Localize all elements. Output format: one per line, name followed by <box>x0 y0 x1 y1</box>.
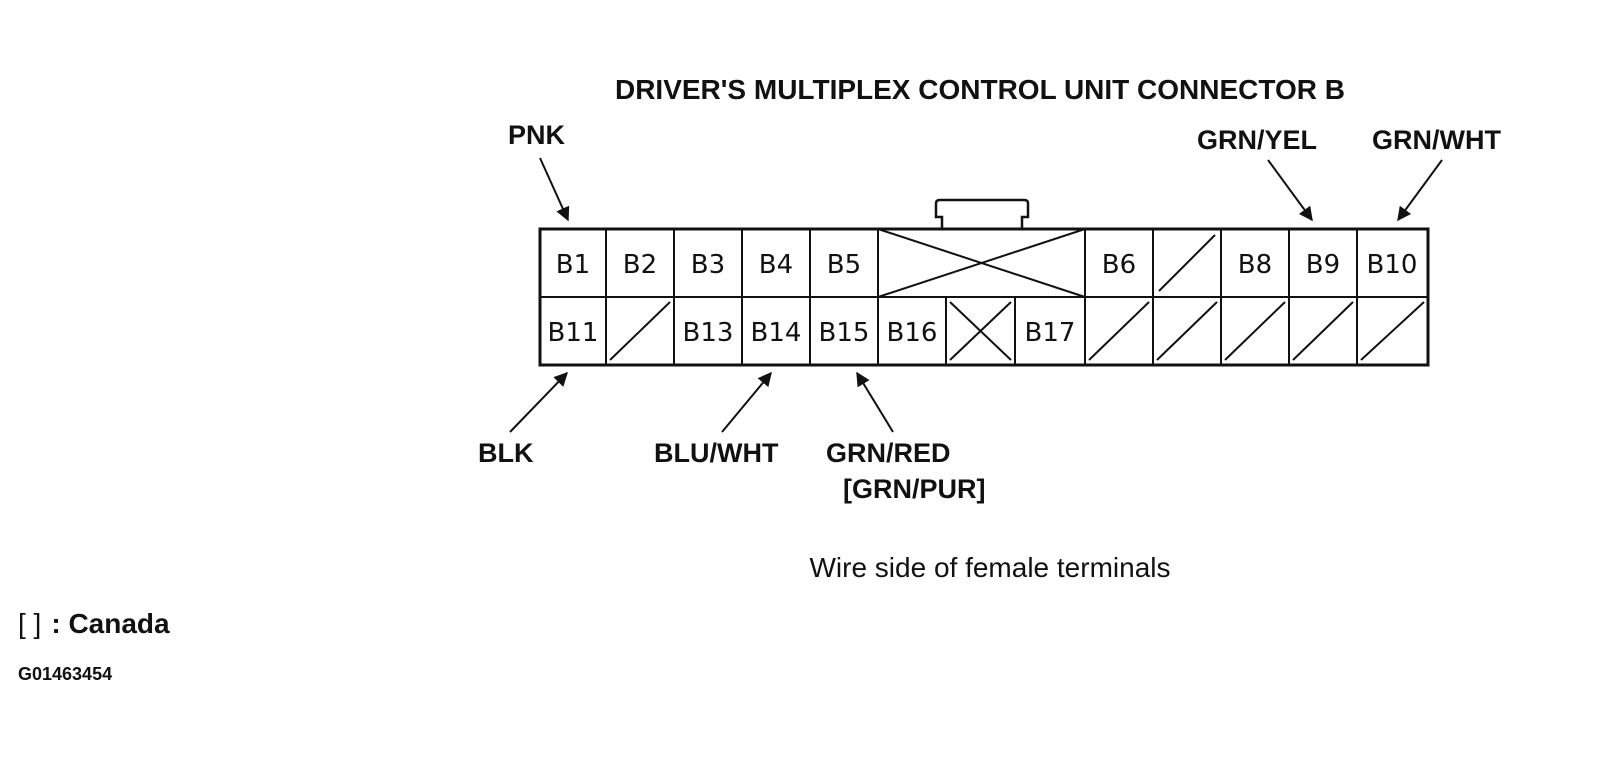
legend-bracket-symbol: [ ] <box>18 608 42 639</box>
arrow-blu-wht <box>721 371 772 433</box>
figure-id: G01463454 <box>18 664 113 684</box>
pin-b3-label: B3 <box>691 250 725 280</box>
arrow-grn-yel <box>1267 159 1313 222</box>
arrow-grn-wht <box>1397 159 1443 222</box>
arrow-grn-red <box>856 371 894 433</box>
diagram-caption: Wire side of female terminals <box>809 552 1170 583</box>
wire-label-blu-wht: BLU/WHT <box>654 438 779 468</box>
pin-b8-label: B8 <box>1238 250 1272 280</box>
wire-label-blk: BLK <box>478 438 534 468</box>
wire-label-grn-red: GRN/RED <box>826 438 951 468</box>
pin-b11-label: B11 <box>548 318 599 348</box>
arrow-blk <box>509 371 568 433</box>
wire-label-pnk: PNK <box>508 120 566 150</box>
empty-cavity-marks <box>609 228 1425 361</box>
pin-b5-label: B5 <box>827 250 861 280</box>
bottom-row-dividers <box>605 297 1358 365</box>
pin-b17-label: B17 <box>1025 318 1076 348</box>
wire-label-grn-wht: GRN/WHT <box>1372 125 1501 155</box>
pin-b13-label: B13 <box>683 318 734 348</box>
pin-b2-label: B2 <box>623 250 657 280</box>
arrow-pnk <box>539 157 570 222</box>
pin-b15-label: B15 <box>819 318 870 348</box>
legend: [ ] : Canada <box>18 608 170 640</box>
wire-label-grn-yel: GRN/YEL <box>1197 125 1317 155</box>
legend-text: : Canada <box>51 608 170 639</box>
wire-label-grn-pur: [GRN/PUR] <box>843 474 986 504</box>
top-row-dividers <box>605 229 1358 297</box>
pin-b14-label: B14 <box>751 318 802 348</box>
pin-b4-label: B4 <box>759 250 793 280</box>
diagram-title: DRIVER'S MULTIPLEX CONTROL UNIT CONNECTO… <box>615 74 1345 105</box>
leader-arrows <box>509 157 1443 433</box>
connector-latch <box>934 198 1030 229</box>
pin-b10-label: B10 <box>1367 250 1418 280</box>
pin-b16-label: B16 <box>887 318 938 348</box>
pin-b1-label: B1 <box>556 250 590 280</box>
pin-b6-label: B6 <box>1102 250 1136 280</box>
pin-b9-label: B9 <box>1306 250 1340 280</box>
